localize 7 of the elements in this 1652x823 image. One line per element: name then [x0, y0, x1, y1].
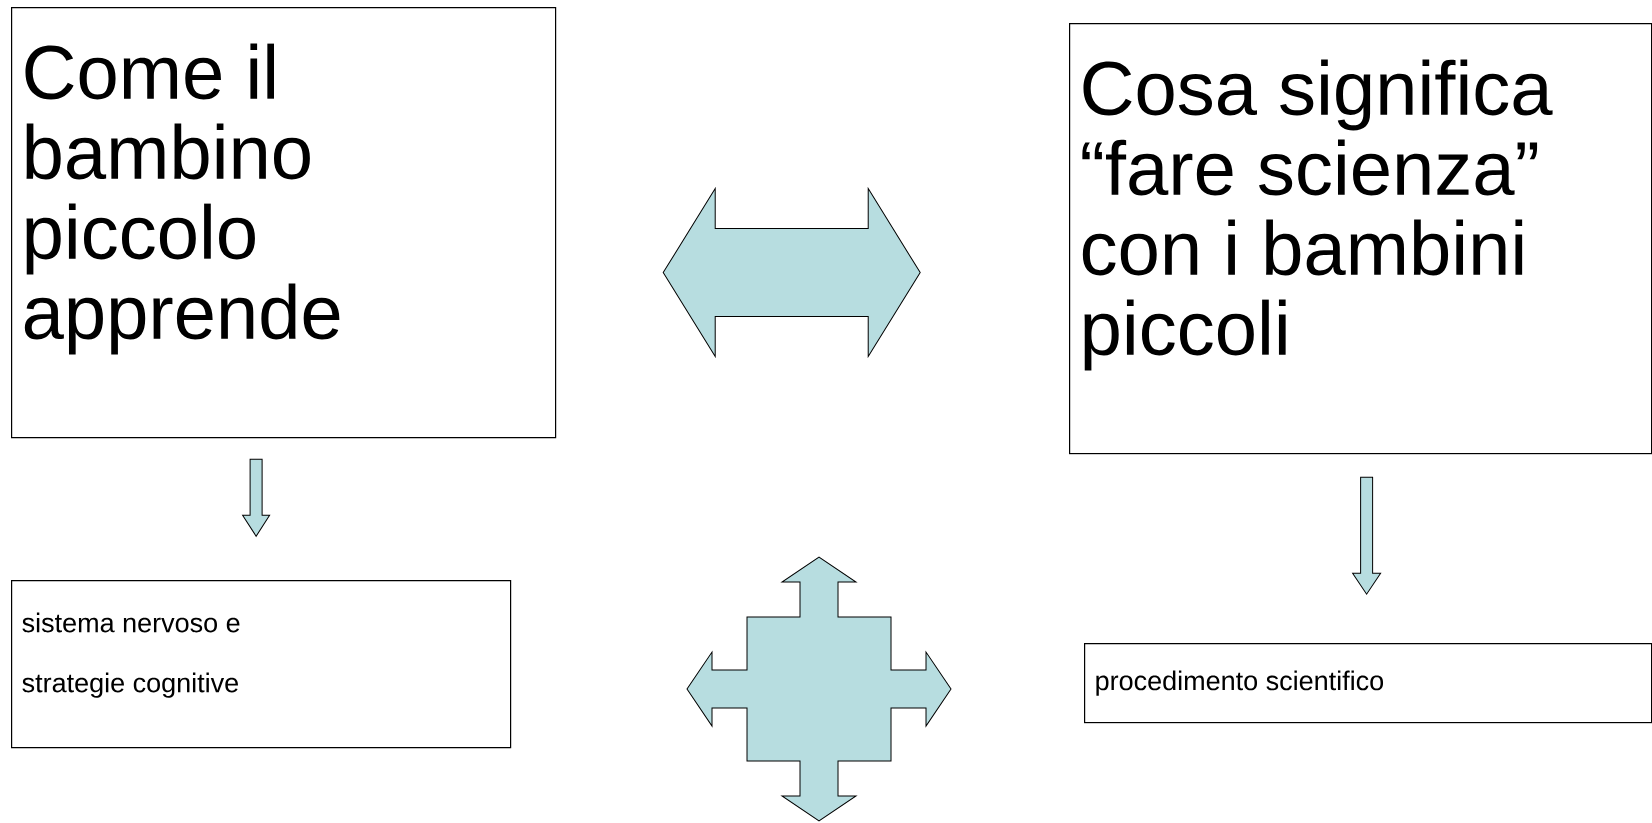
block-arrow [1352, 476, 1382, 595]
text-box: procedimento scientifico [1084, 643, 1652, 724]
text-box: Come il bambino piccolo apprende [11, 7, 557, 439]
block-arrow [662, 188, 921, 358]
text-box: sistema nervoso e strategie cognitive [11, 580, 512, 749]
text-box: Cosa significa “fare scienza” con i bambini piccoli [1069, 23, 1652, 455]
block-arrow [242, 458, 271, 537]
